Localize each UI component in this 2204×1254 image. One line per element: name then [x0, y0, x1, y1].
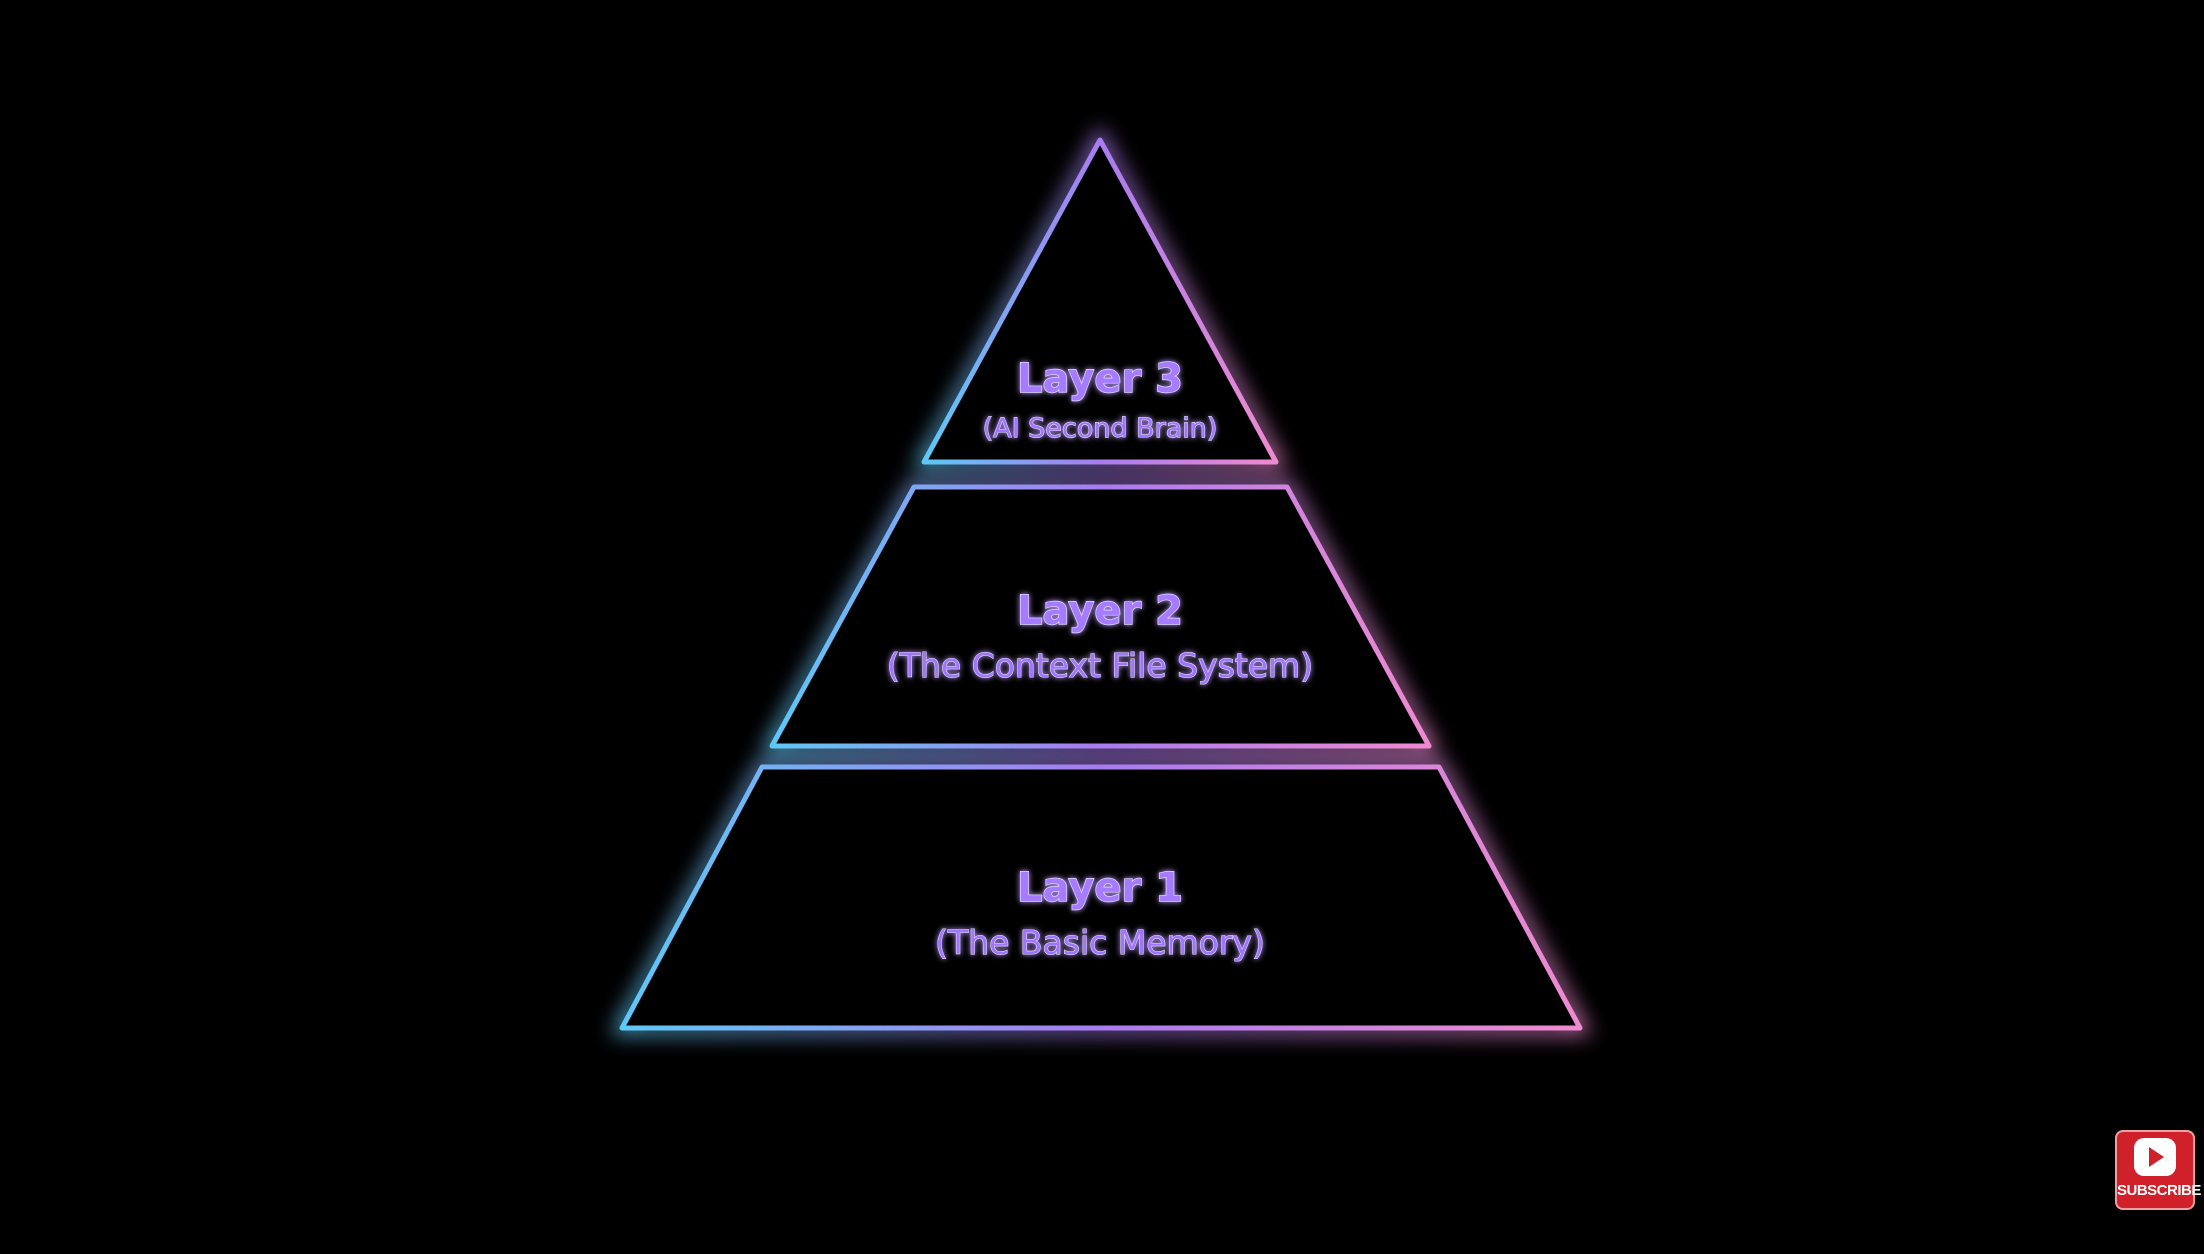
layer-2-outline [769, 484, 1432, 749]
subscribe-button[interactable]: SUBSCRIBE [2115, 1130, 2201, 1210]
layer-1-subtitle: (The Basic Memory) [935, 923, 1265, 962]
subscribe-label: SUBSCRIBE [2117, 1182, 2201, 1199]
layer-1-title: Layer 1 [1017, 865, 1183, 911]
layer-3-outline [921, 137, 1279, 465]
youtube-play-icon [2134, 1138, 2176, 1176]
layer-2-subtitle: (The Context File System) [887, 646, 1313, 685]
layer-3-subtitle: (AI Second Brain) [983, 413, 1218, 444]
layer-3-title: Layer 3 [1017, 356, 1183, 402]
layer-1-outline [619, 764, 1583, 1031]
layer-2-title: Layer 2 [1017, 588, 1183, 634]
